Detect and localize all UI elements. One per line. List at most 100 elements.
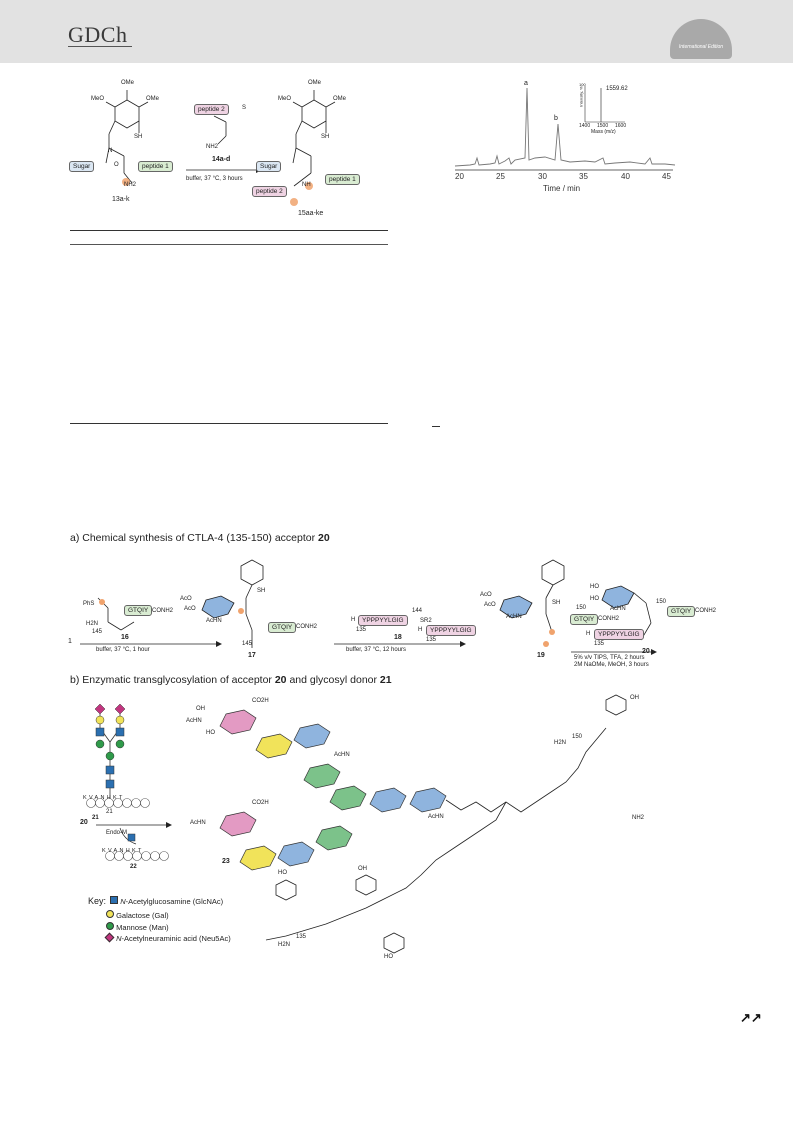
compound-22: 22 <box>130 864 137 870</box>
scheme-a: 1 PhS H2N 145 GTQIY CONH2 16 buffer, 37 … <box>66 548 746 668</box>
hplc-trace <box>454 86 676 171</box>
journal-header-bar <box>0 0 793 63</box>
19-conh2: CONH2 <box>598 616 620 622</box>
reaction-conditions: buffer, 37 °C, 3 hours <box>186 176 243 182</box>
19-residue-135: 135 <box>426 637 437 643</box>
peptide2-box-reagent: peptide 2 <box>194 104 229 115</box>
scheme-b-structures <box>86 694 627 954</box>
footnote-dash <box>432 426 440 427</box>
20-conh2: CONH2 <box>695 608 717 614</box>
mannose-text: Mannose (Man) <box>116 923 169 932</box>
18-residue-135: 135 <box>356 627 367 633</box>
19-gtqiy-box: GTQIY <box>570 614 599 625</box>
methoxy-left: MeO <box>91 96 105 102</box>
product-methoxy-left: MeO <box>278 96 292 102</box>
methoxy-top-left: OMe <box>121 80 135 86</box>
reagent-label: 14a-d <box>212 156 231 163</box>
table-rule-top <box>70 230 388 231</box>
scheme-a-title: a) Chemical synthesis of CTLA-4 (135-150… <box>70 532 330 544</box>
sugar-box-product: Sugar <box>256 161 282 172</box>
20-residue-135: 135 <box>594 641 605 647</box>
18-h-prefix: H <box>351 617 356 623</box>
17-gtqiy-box: GTQIY <box>268 622 297 633</box>
compound-16: 16 <box>121 634 129 641</box>
symbol-key: Key: N-Acetylglucosamine (GlcNAc) Galact… <box>88 896 288 958</box>
step1-conditions: buffer, 37 °C, 1 hour <box>96 647 150 653</box>
step3-conditions-2: 2M NaOMe, MeOH, 3 hours <box>574 662 649 668</box>
key-row-man: Mannose (Man) <box>106 922 169 932</box>
peptide1-box-product: peptide 1 <box>325 174 360 185</box>
xtick-20: 20 <box>455 172 464 181</box>
badge-text: International Edition <box>678 44 724 50</box>
20-residue-150: 150 <box>656 599 667 605</box>
key-title-row: Key: N-Acetylglucosamine (GlcNAc) <box>88 896 223 906</box>
top-scheme-structures <box>105 90 336 206</box>
neu5ac-key-icon <box>104 932 115 943</box>
gdch-logo: GDCh <box>68 22 128 47</box>
20-gtqiy-box: GTQIY <box>667 606 696 617</box>
top-scheme: OMe MeO OMe SH N O NH2 Sugar peptide 1 1… <box>66 78 396 238</box>
18-residue-144: 144 <box>412 608 423 614</box>
16-conh2: CONH2 <box>152 608 174 614</box>
18-ypppyylgig-box: YPPPYYLGIG <box>358 615 408 626</box>
product-methoxy-top: OMe <box>308 80 322 86</box>
amine-label: NH2 <box>124 182 137 188</box>
compound-19: 19 <box>537 652 545 659</box>
mannose-key-icon <box>106 922 114 930</box>
20-ypppyylgig-box: YPPPYYLGIG <box>594 629 644 640</box>
23-h2n-top: H2N <box>554 740 567 746</box>
17-aco-1: AcO <box>180 596 192 602</box>
key-title: Key: <box>88 896 107 906</box>
product-methoxy-right: OMe <box>333 96 347 102</box>
23-nh2: NH2 <box>632 815 645 821</box>
17-sh: SH <box>257 588 266 594</box>
scheme-b-title: b) Enzymatic transglycosylation of accep… <box>70 674 392 686</box>
17-achn: AcHN <box>206 618 222 624</box>
donor-peptide-sequence: KVANHKT <box>83 795 125 801</box>
18-sr2: SR2 <box>420 618 432 624</box>
product-compound-label: 15aa-ke <box>298 210 324 217</box>
step3-conditions-1: 5% v/v TIPS, TFA, 2 hours <box>574 655 645 661</box>
19-aco-1: AcO <box>480 592 492 598</box>
sugar-box-left: Sugar <box>69 161 95 172</box>
23-tyr-ho-3: HO <box>384 954 393 960</box>
23-achn-top: AcHN <box>186 718 202 724</box>
neu5ac-prefix: N <box>116 934 122 943</box>
xtick-35: 35 <box>579 172 588 181</box>
peak-b-label: b <box>554 115 558 122</box>
continue-arrows-icon[interactable]: ↗↗ <box>740 1010 762 1025</box>
19-sh: SH <box>552 600 561 606</box>
23-achn-mid: AcHN <box>334 752 350 758</box>
table-rule-bottom <box>70 423 388 424</box>
inset-ytick: 100 <box>579 82 586 87</box>
xtick-30: 30 <box>538 172 547 181</box>
23-ho-top: HO <box>206 730 215 736</box>
19-achn: AcHN <box>506 614 522 620</box>
compound-21: 21 <box>92 815 99 821</box>
23-achn-bottom: AcHN <box>190 820 206 826</box>
inset-xtick-2: 1500 <box>597 123 609 129</box>
inset-xlabel: Mass (m/z) <box>591 129 616 135</box>
methoxy-right: OMe <box>146 96 160 102</box>
23-co2h-top: CO2H <box>252 698 269 704</box>
scheme-b: 21 21 20 Endo-M 22 KVANHKT KVANHKT AcHN … <box>66 690 666 990</box>
17-conh2: CONH2 <box>296 624 318 630</box>
sulfur-label: S <box>242 105 247 111</box>
carbonyl-o-label: O <box>114 162 119 168</box>
hplc-xlabel: Time / min <box>543 184 581 193</box>
23-tyr-ho-1: HO <box>278 870 287 876</box>
product-thiol-label: SH <box>321 134 330 140</box>
step2-conditions: buffer, 37 °C, 12 hours <box>346 647 406 653</box>
hplc-chromatogram: a b 1559.62 100 Intensity, % 1400 1500 1… <box>445 78 685 198</box>
key-row-gal: Galactose (Gal) <box>106 910 169 920</box>
19-residue-150: 150 <box>576 605 587 611</box>
key-row-neu5ac: N-Acetylneuraminic acid (Neu5Ac) <box>104 932 231 943</box>
20-achn: AcHN <box>610 606 626 612</box>
23-achn-core: AcHN <box>428 814 444 820</box>
xtick-25: 25 <box>496 172 505 181</box>
glcnac-text: -Acetylglucosamine (GlcNAc) <box>125 897 224 906</box>
23-tyr-oh: OH <box>630 695 639 701</box>
product-nh-label: NH <box>302 182 311 188</box>
inset-ylabel: Intensity, % <box>578 86 584 107</box>
scheme-b-acceptor-20: 20 <box>80 819 88 826</box>
